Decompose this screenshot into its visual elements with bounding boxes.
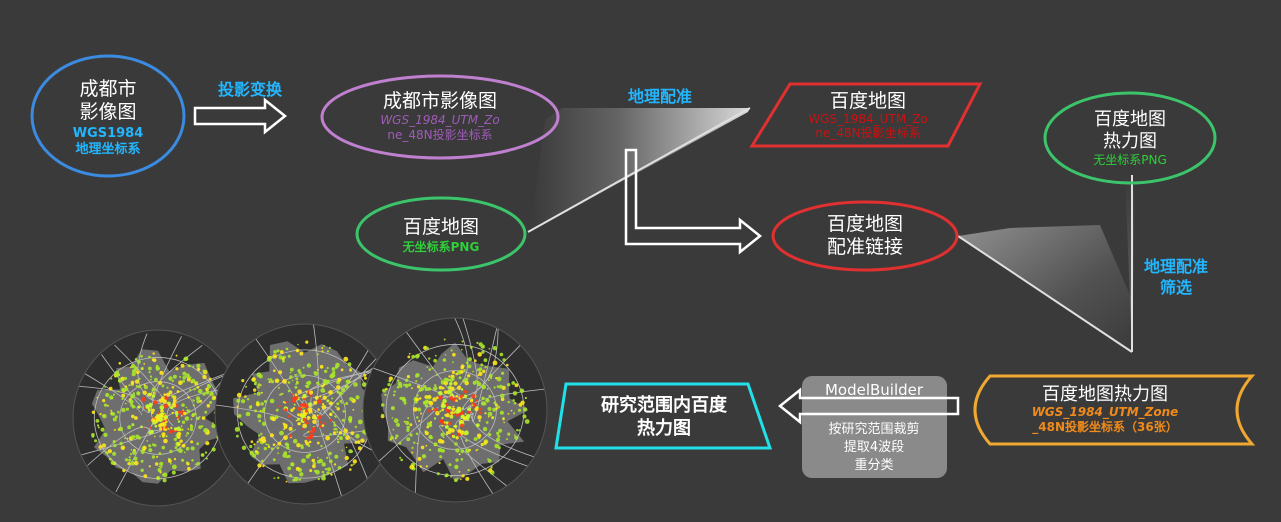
filter-fan-shape <box>958 225 1132 352</box>
node-subtext: 提取4波段 <box>844 439 904 455</box>
node-text: 百度地图热力图 <box>1042 384 1168 405</box>
heatmap-thumbnail-icon <box>72 329 244 507</box>
node-subtext: WGS1984 <box>73 126 144 141</box>
node-chengdu-proj: 成都市影像图 WGS_1984_UTM_Zo ne_48N投影坐标系 <box>320 74 560 160</box>
node-registration-link: 百度地图 配准链接 <box>771 200 959 272</box>
node-subtext: WGS_1984_UTM_Zo <box>380 113 499 127</box>
connector-line <box>527 107 751 233</box>
node-baidu-heat-png: 百度地图 热力图 无坐标系PNG <box>1043 91 1217 185</box>
node-text: ModelBuilder <box>825 381 924 399</box>
node-text: 影像图 <box>79 101 136 123</box>
node-subtext: _48N投影坐标系（36张） <box>1032 419 1177 435</box>
hollow-arrow-icon <box>777 387 960 425</box>
node-subtext: WGS_1984_UTM_Zone <box>1032 405 1179 420</box>
heatmap-thumbnail-icon <box>362 317 548 503</box>
node-subtext: 重分类 <box>854 457 893 473</box>
node-heat-utm: 百度地图热力图 WGS_1984_UTM_Zone _48N投影坐标系（36张） <box>973 374 1256 446</box>
node-baidu-map-png: 百度地图 无坐标系PNG <box>355 196 527 272</box>
node-text: 成都市影像图 <box>383 90 497 112</box>
heatmap-thumbnail-icon <box>214 323 396 505</box>
node-subtext: 地理坐标系 <box>75 141 140 157</box>
node-result: 研究范围内百度 热力图 <box>554 382 773 450</box>
hollow-arrow-icon <box>624 148 763 255</box>
node-text: 研究范围内百度 <box>601 394 728 416</box>
node-text: 百度地图 <box>830 90 906 112</box>
connector-line <box>957 235 1133 353</box>
edge-label: 筛选 <box>1160 278 1192 297</box>
node-subtext: 无坐标系PNG <box>1093 153 1167 167</box>
node-subtext: WGS_1984_UTM_Zo <box>808 112 927 126</box>
node-text: 热力图 <box>637 417 691 439</box>
node-text: 百度地图 <box>827 213 903 235</box>
edge-label: 地理配准 <box>1144 257 1208 276</box>
node-text: 百度地图 <box>403 216 479 238</box>
hollow-arrow-icon <box>193 97 288 135</box>
node-subtext: ne_48N投影坐标系 <box>815 125 920 140</box>
node-text: 热力图 <box>1103 131 1157 152</box>
edge-label: 地理配准 <box>628 87 692 106</box>
node-text: 成都市 <box>79 78 136 100</box>
node-chengdu-geo: 成都市 影像图 WGS1984 地理坐标系 <box>30 54 186 178</box>
edge-label: 投影变换 <box>218 80 283 99</box>
node-text: 百度地图 <box>1094 109 1166 130</box>
node-baidu-map-utm: 百度地图 WGS_1984_UTM_Zo ne_48N投影坐标系 <box>749 82 983 148</box>
node-subtext: 按研究范围裁剪 <box>828 421 919 437</box>
node-text: 配准链接 <box>827 236 903 258</box>
node-subtext: ne_48N投影坐标系 <box>387 127 492 142</box>
node-modelbuilder: ModelBuilder 按研究范围裁剪 提取4波段 重分类 <box>802 376 947 478</box>
node-subtext: 无坐标系PNG <box>402 239 480 254</box>
